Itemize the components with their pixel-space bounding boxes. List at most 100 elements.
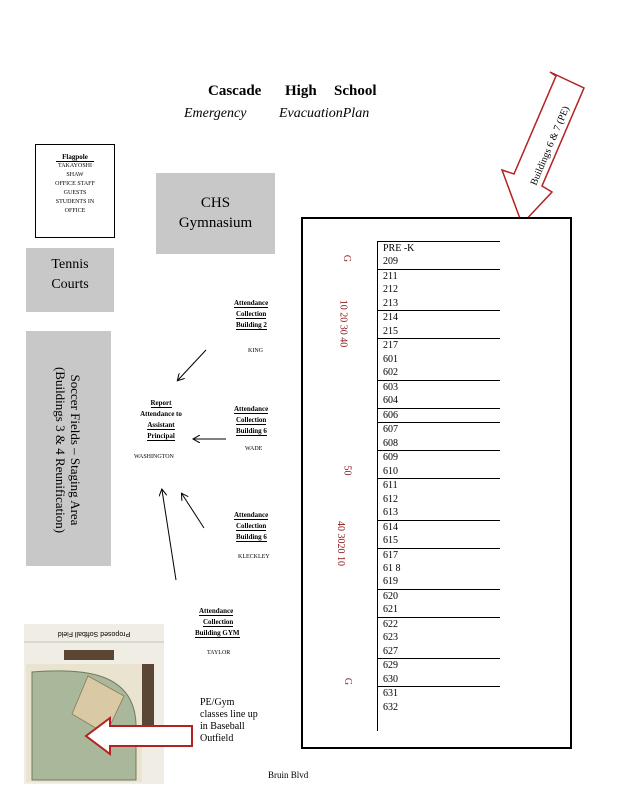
attendance-name-king: KING — [248, 348, 263, 354]
room-label: 601 — [383, 353, 398, 365]
yard-markers-10-40: 10 20 30 40 — [337, 299, 349, 348]
pe-gym-note: PE/Gym classes line up in Baseball Outfi… — [200, 697, 258, 744]
attendance-name-wade: WADE — [245, 446, 263, 452]
room-label: 603 — [383, 381, 398, 393]
pe-arrow — [84, 716, 193, 756]
title-cascade: Cascade — [208, 83, 262, 99]
arrow-from-gym — [162, 490, 177, 581]
report-name-washington: WASHINGTON — [134, 454, 174, 460]
room-group-rule — [378, 616, 500, 618]
room-label: 607 — [383, 424, 398, 436]
room-label: 606 — [383, 409, 398, 421]
room-label: 629 — [383, 660, 398, 672]
room-group-rule — [378, 478, 500, 480]
room-label: 617 — [383, 549, 398, 561]
room-label: 213 — [383, 297, 398, 309]
tennis-courts-box: Tennis Courts — [26, 248, 114, 312]
room-group-rule — [378, 686, 500, 688]
title-school: School — [334, 83, 377, 99]
subtitle-emergency: Emergency — [184, 106, 247, 121]
room-label: 209 — [383, 256, 398, 268]
room-label: 612 — [383, 493, 398, 505]
report-attendance: Report Attendance to Assistant Principal — [140, 399, 182, 441]
subtitle-evacuation-plan: EvacuationPlan — [279, 106, 370, 121]
gym-line-1: CHS — [200, 195, 231, 211]
gym-line-2: Gymnasium — [178, 215, 253, 231]
room-label: 614 — [383, 521, 398, 533]
title-high: High — [285, 83, 317, 99]
arrow-from-king — [178, 349, 207, 380]
room-label: 604 — [383, 394, 398, 406]
flagpole-line-6: OFFICE — [64, 208, 86, 214]
softball-field-map: Proposed Softball Field — [24, 624, 164, 784]
attendance-building-6-wade: Attendance Collection Building 6 — [234, 405, 269, 436]
flagpole-line-1: TAKAYOSHI — [58, 163, 92, 169]
room-label: 214 — [383, 312, 398, 324]
room-label: 622 — [383, 618, 398, 630]
room-label: 613 — [383, 506, 398, 518]
room-label: 608 — [383, 437, 398, 449]
yard-marker-g-top: G — [341, 254, 353, 263]
tennis-line-2: Courts — [51, 277, 89, 292]
soccer-label: Soccer Fields – Staging Area (Buildings … — [53, 332, 83, 568]
room-label: 610 — [383, 465, 398, 477]
room-label: PRE -K — [383, 243, 415, 254]
room-group-rule — [378, 450, 500, 452]
attendance-building-2: Attendance Collection Building 2 — [234, 299, 269, 330]
flagpole-line-3: OFFICE STAFF — [55, 181, 95, 187]
attendance-building-gym: Attendance Collection Building GYM — [195, 607, 240, 638]
room-label: 631 — [383, 688, 398, 700]
flagpole-line-2: SHAW — [66, 172, 84, 178]
room-group-rule — [378, 269, 500, 270]
attendance-name-taylor: TAYLOR — [207, 650, 231, 656]
pe-arrow-shape — [84, 716, 193, 756]
soccer-line-1: Soccer Fields – Staging Area — [68, 374, 83, 526]
room-group-rule — [378, 658, 500, 660]
room-group-rule — [378, 407, 500, 409]
room-label: 217 — [383, 340, 398, 352]
room-group-rule — [378, 547, 500, 549]
yard-marker-50: 50 — [341, 465, 353, 476]
room-label: 212 — [383, 284, 398, 296]
room-list-divider — [377, 241, 378, 731]
room-label: 630 — [383, 673, 398, 685]
room-label: 627 — [383, 645, 398, 657]
room-group-rule — [378, 338, 500, 340]
room-group-rule — [378, 422, 500, 424]
room-label: 620 — [383, 590, 398, 602]
dugout-side — [142, 664, 154, 734]
street-label: Bruin Blvd — [268, 770, 309, 780]
room-group-rule — [378, 588, 500, 590]
room-label: 623 — [383, 632, 398, 644]
room-label: 611 — [383, 480, 398, 492]
room-group-rule — [378, 519, 500, 521]
flagpole-box: Flagpole TAKAYOSHI SHAW OFFICE STAFF GUE… — [35, 144, 115, 238]
yard-markers-40-10: 40 3020 10 — [335, 521, 346, 566]
direction-arrows — [150, 349, 226, 581]
gymnasium-box: CHS Gymnasium — [156, 173, 275, 254]
tennis-line-1: Tennis — [51, 257, 89, 272]
room-group-rule — [378, 379, 500, 381]
flagpole-heading: Flagpole — [36, 153, 114, 162]
buildings-arrow: Buildings 6 & 7 (PE) — [500, 71, 585, 226]
room-group-rule — [378, 241, 500, 242]
room-group-rule — [378, 310, 500, 312]
room-label: 632 — [383, 701, 398, 713]
yard-marker-g-bottom: G — [342, 677, 354, 686]
dugout-top — [64, 650, 114, 660]
arrow-from-kleckley — [182, 494, 205, 529]
attendance-name-kleckley: KLECKLEY — [238, 554, 270, 560]
room-label: 211 — [383, 271, 398, 282]
room-label: 619 — [383, 576, 398, 588]
football-field — [301, 217, 572, 749]
room-label: 602 — [383, 366, 398, 378]
flagpole-line-4: GUESTS — [63, 190, 87, 196]
soccer-fields-box: Soccer Fields – Staging Area (Buildings … — [26, 331, 111, 566]
softball-label: Proposed Softball Field — [58, 630, 130, 637]
room-label: 215 — [383, 325, 398, 337]
room-label: 609 — [383, 452, 398, 464]
room-label: 61 8 — [383, 562, 401, 574]
attendance-building-6-kleckley: Attendance Collection Building 6 — [234, 511, 269, 542]
soccer-line-2: (Buildings 3 & 4 Reunification) — [53, 366, 68, 534]
room-label: 621 — [383, 604, 398, 616]
